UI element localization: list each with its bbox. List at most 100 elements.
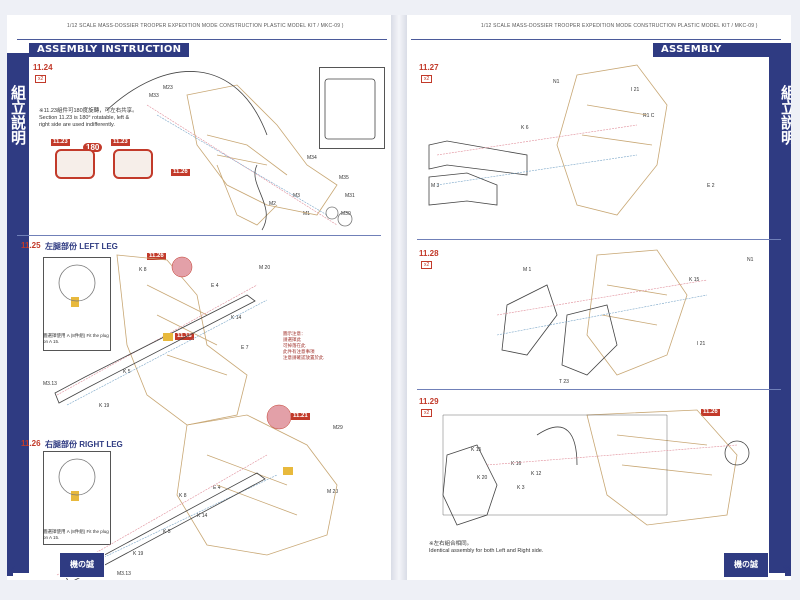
part-label: T 23	[559, 379, 569, 385]
page-number-right: 28	[782, 564, 791, 574]
part-label: M35	[339, 175, 349, 181]
header-rule	[17, 39, 387, 40]
note-line: Identical assembly for both Left and Rig…	[429, 548, 544, 554]
note-line: ※11.23組件可180度旋轉，可左右共享。	[39, 108, 138, 114]
page-number-left: 27	[7, 564, 16, 574]
plug-note: 圖選擇使用 A (8件組) Fit the plug on A 15.	[43, 529, 109, 540]
part-label: K 5	[123, 369, 131, 375]
note-line: right side are used indifferently.	[39, 122, 115, 128]
callout-notes: 圖示注意： 請選擇此 可掉落在此 此件有注意事項 注意請確認放置於此	[283, 331, 343, 361]
left-page: 1/12 SCALE MASS-DOSSIER TROOPER EXPEDITI…	[7, 15, 391, 580]
footer-edge	[785, 560, 791, 576]
part-label: K 6	[521, 125, 529, 131]
part-label: K 14	[197, 513, 208, 519]
part-label: E 4	[213, 485, 221, 491]
step-reference: 11.21	[291, 413, 310, 420]
assembly-line-art	[54, 71, 376, 580]
step-number: 11.29	[419, 397, 439, 406]
part-label: M 20	[327, 489, 339, 495]
part-label: K 14	[231, 315, 242, 321]
section-divider	[417, 239, 781, 240]
step-multiplier: x2	[421, 409, 433, 417]
part-label: I 21	[697, 341, 706, 347]
callout-line: 可掉落在此	[283, 343, 306, 348]
part-label: E 7	[241, 345, 249, 351]
step-reference: 11.23	[111, 139, 130, 146]
part-label: M1	[303, 211, 310, 217]
side-tab-left: 組立説明	[7, 53, 29, 573]
part-label: M31	[345, 193, 355, 199]
part-label: E 2	[707, 183, 715, 189]
footer-edge	[7, 560, 13, 576]
book-spine	[391, 15, 407, 580]
rotation-note: ※11.23組件可180度旋轉，可左右共享。 Section 11.23 is …	[39, 108, 169, 129]
step-reference: 11.26	[171, 169, 190, 176]
plug-note: 圖選擇使用 A (8件組) Fit the plug on A 15.	[43, 333, 109, 344]
part-label: K 12	[531, 471, 542, 477]
part-label: M23	[163, 85, 173, 91]
step-reference: 11.26	[701, 409, 720, 416]
banner-title-left: ASSEMBLY INSTRUCTION	[29, 43, 190, 57]
step-reference: 11.18	[175, 333, 194, 340]
part-label: M33	[149, 93, 159, 99]
step-number: 11.24	[33, 63, 53, 72]
step-number: 11.27	[419, 63, 439, 72]
callout-line: 圖示注意：	[283, 331, 306, 336]
step-multiplier: x2	[421, 75, 433, 83]
part-label: M 20	[259, 265, 271, 271]
rotate-180-badge: 180	[83, 143, 103, 152]
part-label: M3.13	[43, 381, 57, 387]
note-line: Section 11.23 is 180° rotatable, left &	[39, 115, 130, 121]
part-label: K 8	[139, 267, 147, 273]
section-heading-left-leg: 左腿部份 LEFT LEG	[45, 242, 118, 251]
step-number: 11.28	[419, 249, 439, 258]
part-label: K 16	[511, 461, 522, 467]
section-divider	[417, 389, 781, 390]
brand-logo: 機の誠	[59, 552, 105, 578]
part-label: K 15	[689, 277, 700, 283]
part-label: R1 C	[643, 113, 655, 119]
symmetry-note: ※左右組合相同。 Identical assembly for both Lef…	[429, 541, 629, 555]
section-heading-right-leg: 右腿部份 RIGHT LEG	[45, 440, 123, 449]
part-label: N1	[553, 79, 560, 85]
step-number: 11.26	[21, 439, 41, 448]
note-line: ※左右組合相同。	[429, 541, 473, 547]
part-label: M34	[307, 155, 317, 161]
part-label: M2	[269, 201, 276, 207]
part-label: K 19	[99, 403, 110, 409]
part-label: I 21	[631, 87, 640, 93]
part-label: N1	[747, 257, 754, 263]
part-label: M 1	[523, 267, 532, 273]
header-rule	[411, 39, 781, 40]
part-label: K 20	[477, 475, 488, 481]
joint-part-before	[55, 149, 95, 179]
side-tab-right: 組立説明	[769, 53, 791, 573]
part-label: M30	[341, 211, 351, 217]
part-label: K 3	[517, 485, 525, 491]
side-tab-label: 組立説明	[779, 85, 791, 145]
running-head-left: 1/12 SCALE MASS-DOSSIER TROOPER EXPEDITI…	[67, 23, 344, 29]
part-label: K 15	[471, 447, 482, 453]
joint-part-after	[113, 149, 153, 179]
step-number: 11.25	[21, 241, 41, 250]
step-reference: 11.26	[147, 253, 166, 260]
detail-inset-box	[319, 67, 385, 149]
part-label: E 4	[211, 283, 219, 289]
part-label: M3	[293, 193, 300, 199]
part-label: M3.13	[117, 571, 131, 577]
part-label: M 3	[431, 183, 440, 189]
part-label: M29	[333, 425, 343, 431]
section-divider	[17, 235, 381, 236]
step-multiplier: x2	[35, 75, 47, 83]
part-label: K 8	[179, 493, 187, 499]
banner-title-right: ASSEMBLY INSTRUCTION	[653, 43, 791, 69]
step-multiplier: x2	[421, 261, 433, 269]
callout-line: 此件有注意事項	[283, 349, 315, 354]
step-reference: 11.23	[51, 139, 70, 146]
callout-line: 請選擇此	[283, 337, 301, 342]
brand-logo: 機の誠	[723, 552, 769, 578]
part-label: K 19	[133, 551, 144, 557]
running-head-right: 1/12 SCALE MASS-DOSSIER TROOPER EXPEDITI…	[481, 23, 758, 29]
right-page: 1/12 SCALE MASS-DOSSIER TROOPER EXPEDITI…	[407, 15, 791, 580]
side-tab-label: 組立説明	[9, 85, 27, 145]
